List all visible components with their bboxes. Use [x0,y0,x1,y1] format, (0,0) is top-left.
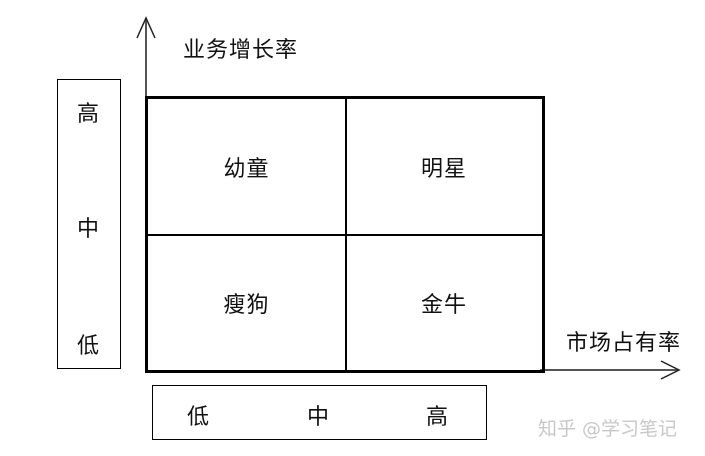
quadrant-top-right: 明星 [346,99,542,234]
horizontal-divider [148,234,542,236]
y-axis-arrowhead-icon [136,16,156,39]
watermark: 知乎 @学习笔记 [538,418,678,440]
x-scale-mid: 中 [307,405,330,430]
x-axis-title: 市场占有率 [566,331,682,356]
quadrant-label: 金牛 [420,292,467,318]
quadrant-label: 瘦狗 [223,292,270,318]
y-scale-low: 低 [77,334,100,359]
x-scale-low: 低 [187,405,210,430]
quadrant-label: 明星 [420,156,467,182]
y-scale-box: 高 中 低 [57,79,121,369]
x-scale-box: 低 中 高 [152,385,487,440]
quadrant-bottom-right: 金牛 [346,235,542,370]
y-axis-title: 业务增长率 [183,38,299,63]
quadrant-label: 幼童 [223,156,270,182]
y-scale-high: 高 [77,102,100,127]
growth-share-matrix: 幼童 明星 瘦狗 金牛 [145,96,545,373]
quadrant-top-left: 幼童 [148,99,345,234]
quadrant-bottom-left: 瘦狗 [148,235,345,370]
y-scale-mid: 中 [77,217,100,242]
x-scale-high: 高 [426,405,449,430]
x-axis-arrowhead-icon [660,360,681,380]
